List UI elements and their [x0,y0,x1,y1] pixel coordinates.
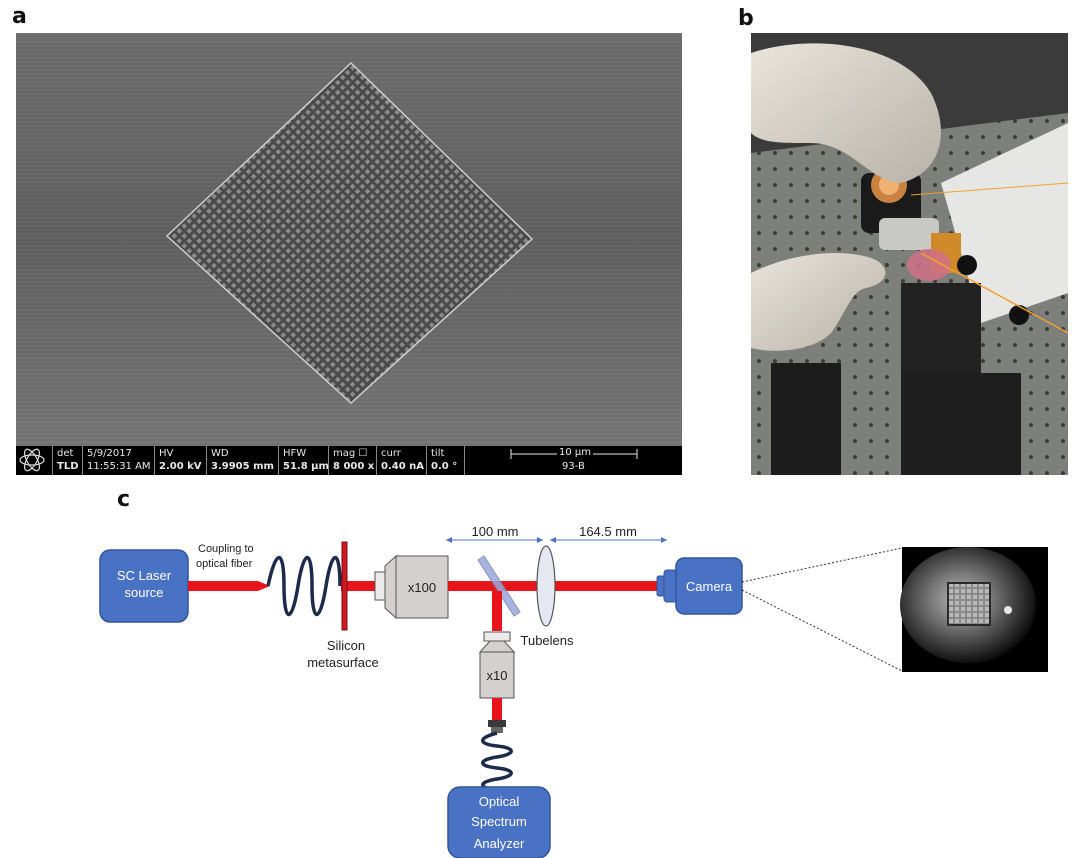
optical-fiber-coil [266,555,342,617]
dist1-label: 100 mm [472,524,519,539]
laser-label-line2: source [124,585,163,600]
coupling-label-line1: Coupling to [198,543,254,555]
osa-label-line3: Analyzer [474,836,525,851]
camera: Camera [656,557,743,615]
beam-laser-out [188,581,258,591]
sem-micrograph: det TLD 5/9/2017 11:55:31 AM HV 2.00 kV … [16,33,682,475]
beam-vertical-upper [492,591,502,631]
objective-x100: x100 [374,554,449,620]
beam-fiber-out [341,581,381,591]
camera-image-inset [900,547,1048,672]
coupling-label-line2: optical fiber [196,558,253,570]
databar-hfw: HFW 51.8 µm [278,446,329,475]
lab-photo [751,33,1068,475]
metasurface-label-line2: metasurface [307,655,379,670]
fiber-coupler [258,581,270,591]
zoom-line-top [741,547,903,583]
laser-source: SC Laser source [99,549,189,623]
tubelens-label: Tubelens [521,633,574,648]
scale-bar-label: 10 µm [557,447,594,458]
lab-photo-illustration [751,33,1068,475]
sem-image [16,33,682,446]
silicon-metasurface [341,541,348,631]
optical-spectrum-analyzer: Optical Spectrum Analyzer [447,786,551,858]
osa-label-line1: Optical [479,794,520,809]
databar-hv: HV 2.00 kV [154,446,207,475]
databar-det: det TLD [52,446,83,475]
databar-scale: 10 µm 93-B [464,446,682,475]
objective-main-label: x100 [408,580,436,595]
panel-label-a: a [12,4,27,29]
laser-label-line1: SC Laser [117,568,172,583]
databar-tilt: tilt 0.0 ° [426,446,465,475]
panel-label-c: c [117,487,131,512]
fei-logo-icon [16,446,52,475]
dimension-100mm: 100 mm [446,524,543,543]
beam-vertical-lower [492,698,502,720]
databar-wd: WD 3.9905 mm [206,446,279,475]
databar-mag: mag ☐ 8 000 x [328,446,377,475]
sample-id: 93-B [562,461,585,472]
dimension-164-5mm: 164.5 mm [550,524,667,543]
sem-databar: det TLD 5/9/2017 11:55:31 AM HV 2.00 kV … [16,446,682,475]
zoom-line-bottom [741,589,903,672]
objective-side-label: x10 [487,668,508,683]
camera-label: Camera [686,579,733,594]
osa-label-line2: Spectrum [471,814,527,829]
objective-x10: x10 [478,631,516,699]
dist2-label: 164.5 mm [579,524,637,539]
tube-lens [536,545,556,627]
databar-curr: curr 0.40 nA [376,446,427,475]
panel-label-b: b [738,6,754,31]
metasurface-label-line1: Silicon [327,638,365,653]
databar-date: 5/9/2017 11:55:31 AM [82,446,155,475]
